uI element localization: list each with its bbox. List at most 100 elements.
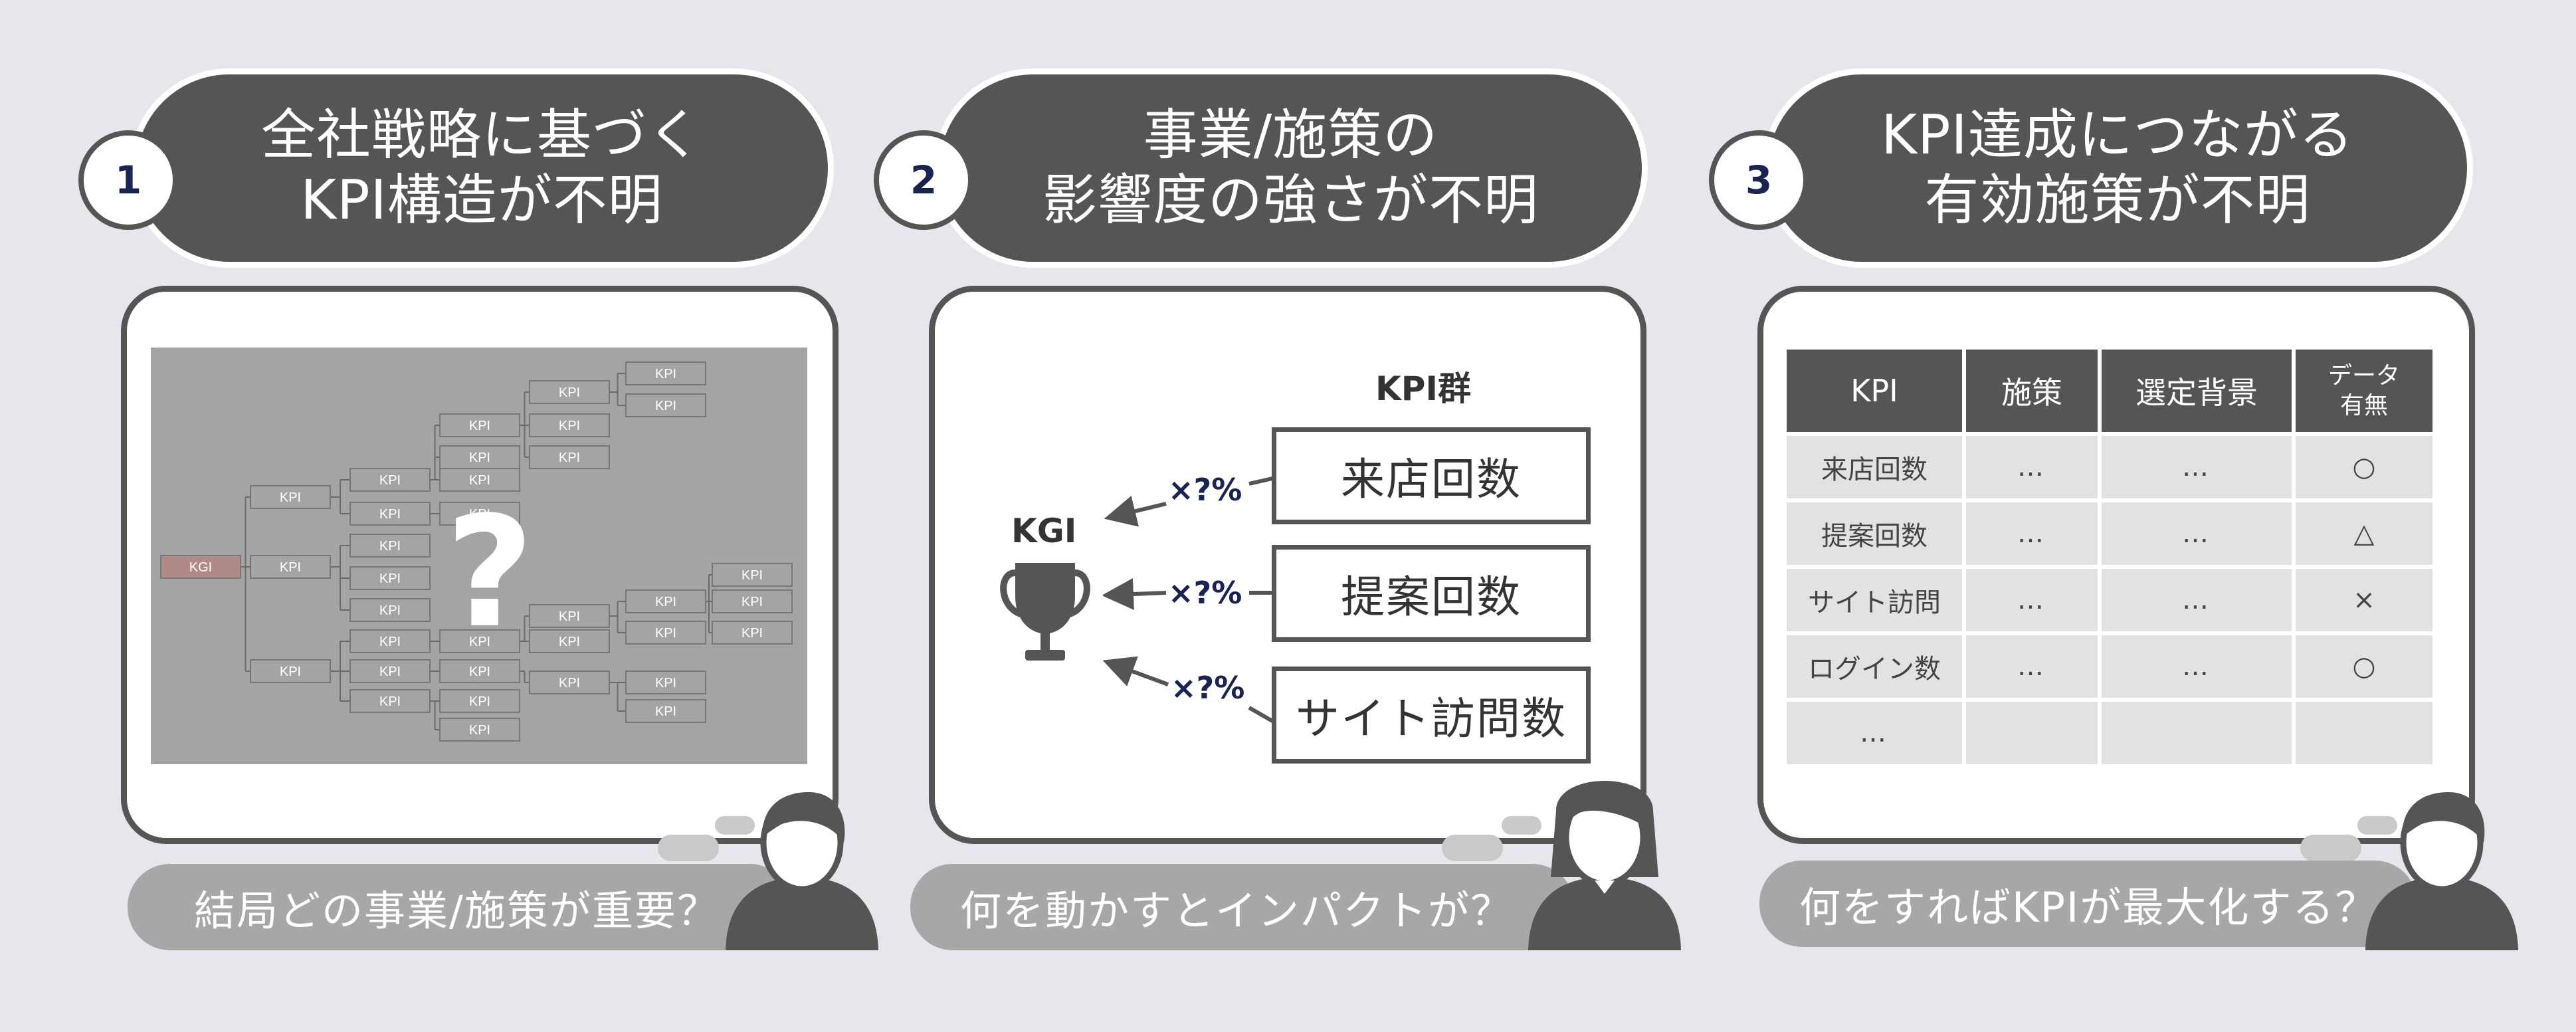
- kpi-node-label: KPI: [469, 419, 490, 433]
- table-cell: サイト訪問: [1787, 569, 1962, 631]
- kpi-node: KPI: [529, 629, 610, 653]
- multiplier-label-1: ×?%: [1168, 472, 1242, 508]
- table-cell: …: [1966, 502, 2098, 565]
- kpi-group-label: KPI群: [1375, 369, 1471, 408]
- question-mark: ?: [445, 484, 534, 662]
- kpi-node: KPI: [529, 604, 610, 628]
- table-row: 来店回数 … … ○: [1787, 436, 2432, 498]
- header-kpi: KPI: [1787, 350, 1962, 432]
- kpi-node-label: KPI: [655, 676, 676, 690]
- panel-1-number-badge: 1: [78, 130, 178, 230]
- kpi-node: KPI: [439, 502, 520, 526]
- panel-1-title-line-2: KPI構造が不明: [300, 169, 663, 232]
- impact-arrows: [1103, 476, 1274, 723]
- kpi-node-label: KPI: [469, 723, 490, 738]
- table-cell: ○: [2296, 436, 2432, 498]
- kpi-node: KPI: [625, 589, 706, 613]
- panel-3-question-bubble: 何をすればKPIが最大化する？: [1759, 861, 2417, 947]
- header-measure: 施策: [1966, 350, 2098, 432]
- person-female-icon: [1528, 781, 1681, 950]
- kpi-node: KPI: [349, 566, 431, 590]
- kpi-node-label: KPI: [559, 419, 580, 433]
- table-row: サイト訪問 … … ×: [1787, 569, 2432, 631]
- person-male-icon-2: [2365, 792, 2518, 950]
- table-cell: [2296, 702, 2432, 764]
- kpi-node-label: KPI: [379, 507, 401, 522]
- table-cell: 提案回数: [1787, 502, 1962, 565]
- kpi-node: KPI: [250, 555, 331, 579]
- kpi-node: KPI: [349, 534, 431, 558]
- kpi-node-label: KPI: [379, 473, 401, 488]
- kpi-node: KPI: [439, 445, 520, 469]
- panel-2-title-line-1: 事業/施策の: [1143, 103, 1438, 167]
- kpi-node-label: KPI: [469, 473, 490, 488]
- kpi-node-label: KPI: [379, 694, 401, 709]
- table-cell: ログイン数: [1787, 635, 1962, 698]
- kpi-node-label: KPI: [655, 399, 676, 413]
- kpi-node: KPI: [349, 629, 431, 653]
- multiplier-label-2: ×?%: [1168, 575, 1242, 611]
- table-row: ログイン数 … … ○: [1787, 635, 2432, 698]
- kpi-node-label: KPI: [559, 635, 580, 649]
- panel-3-title-line-1: KPI達成につながる: [1881, 103, 2354, 167]
- table-cell: …: [2102, 569, 2292, 631]
- kpi-node: KPI: [439, 413, 520, 437]
- panel-2-title: 事業/施策の 影響度の強さが不明: [934, 68, 1648, 268]
- kpi-node-label: KPI: [469, 451, 490, 465]
- kpi-node: KPI: [349, 659, 431, 683]
- kpi-box-proposal-count: 提案回数: [1272, 545, 1591, 642]
- panel-1-title-line-1: 全社戦略に基づく: [260, 103, 702, 167]
- kpi-node: KPI: [712, 621, 793, 645]
- kpi-node-label: KPI: [469, 507, 490, 522]
- panel-2-question-bubble: 何を動かすとインパクトが？: [910, 864, 1575, 950]
- panel-3-eraser: [2357, 816, 2397, 835]
- kpi-node-label: KPI: [379, 571, 401, 586]
- trophy-icon: [1000, 563, 1090, 661]
- header-data-line-2: 有無: [2339, 392, 2388, 419]
- measures-table: KPI 施策 選定背景 データ 有無 来店回数 … … ○ 提案回数 … … △…: [1783, 346, 2436, 768]
- kpi-node: KPI: [529, 380, 610, 404]
- kpi-node-label: KPI: [742, 568, 763, 583]
- kpi-node-label: KPI: [655, 367, 676, 381]
- kpi-node: KPI: [349, 598, 431, 622]
- person-male-icon: [726, 792, 878, 950]
- panel-2-number-badge: 2: [874, 130, 973, 230]
- table-cell: …: [2102, 635, 2292, 698]
- kpi-node-label: KPI: [559, 385, 580, 400]
- kpi-node: KPI: [625, 621, 706, 645]
- kpi-node-label: KPI: [655, 626, 676, 641]
- table-row: …: [1787, 702, 2432, 764]
- table-header-row: KPI 施策 選定背景 データ 有無: [1787, 350, 2432, 432]
- panel-1-question-bubble: 結局どの事業/施策が重要？: [128, 864, 792, 950]
- kpi-node-label: KPI: [559, 676, 580, 690]
- kpi-box-site-visits: サイト訪問数: [1272, 667, 1591, 764]
- table-cell: [1966, 702, 2098, 764]
- table-cell: …: [2102, 436, 2292, 498]
- kpi-node: KPI: [439, 629, 520, 653]
- kpi-node-label: KPI: [742, 626, 763, 641]
- kpi-node: KPI: [250, 485, 331, 509]
- kpi-node: KPI: [712, 589, 793, 613]
- kpi-node-label: KPI: [379, 665, 401, 679]
- panel-2-title-line-2: 影響度の強さが不明: [1042, 169, 1539, 232]
- panel-2-eraser: [1502, 816, 1541, 835]
- table-cell: …: [2102, 502, 2292, 565]
- header-data-line-1: データ: [2328, 362, 2400, 389]
- table-cell: ○: [2296, 635, 2432, 698]
- kpi-node: KPI: [439, 689, 520, 713]
- kpi-node: KPI: [529, 671, 610, 694]
- kpi-node-label: KPI: [379, 603, 401, 618]
- panel-2-question-text: 何を動かすとインパクトが？: [960, 886, 1514, 935]
- table-cell: ×: [2296, 569, 2432, 631]
- table-row: 提案回数 … … △: [1787, 502, 2432, 565]
- kpi-node: KPI: [625, 361, 706, 385]
- kpi-node: KPI: [439, 718, 520, 742]
- panel-3-number-badge: 3: [1709, 130, 1809, 230]
- kpi-node: KPI: [712, 563, 793, 587]
- panel-3-title-line-2: 有効施策が不明: [1924, 169, 2311, 232]
- kpi-node: KPI: [349, 689, 431, 713]
- table-cell: [2102, 702, 2292, 764]
- panel-3-marker: [2300, 835, 2361, 861]
- table-cell: …: [1787, 702, 1962, 764]
